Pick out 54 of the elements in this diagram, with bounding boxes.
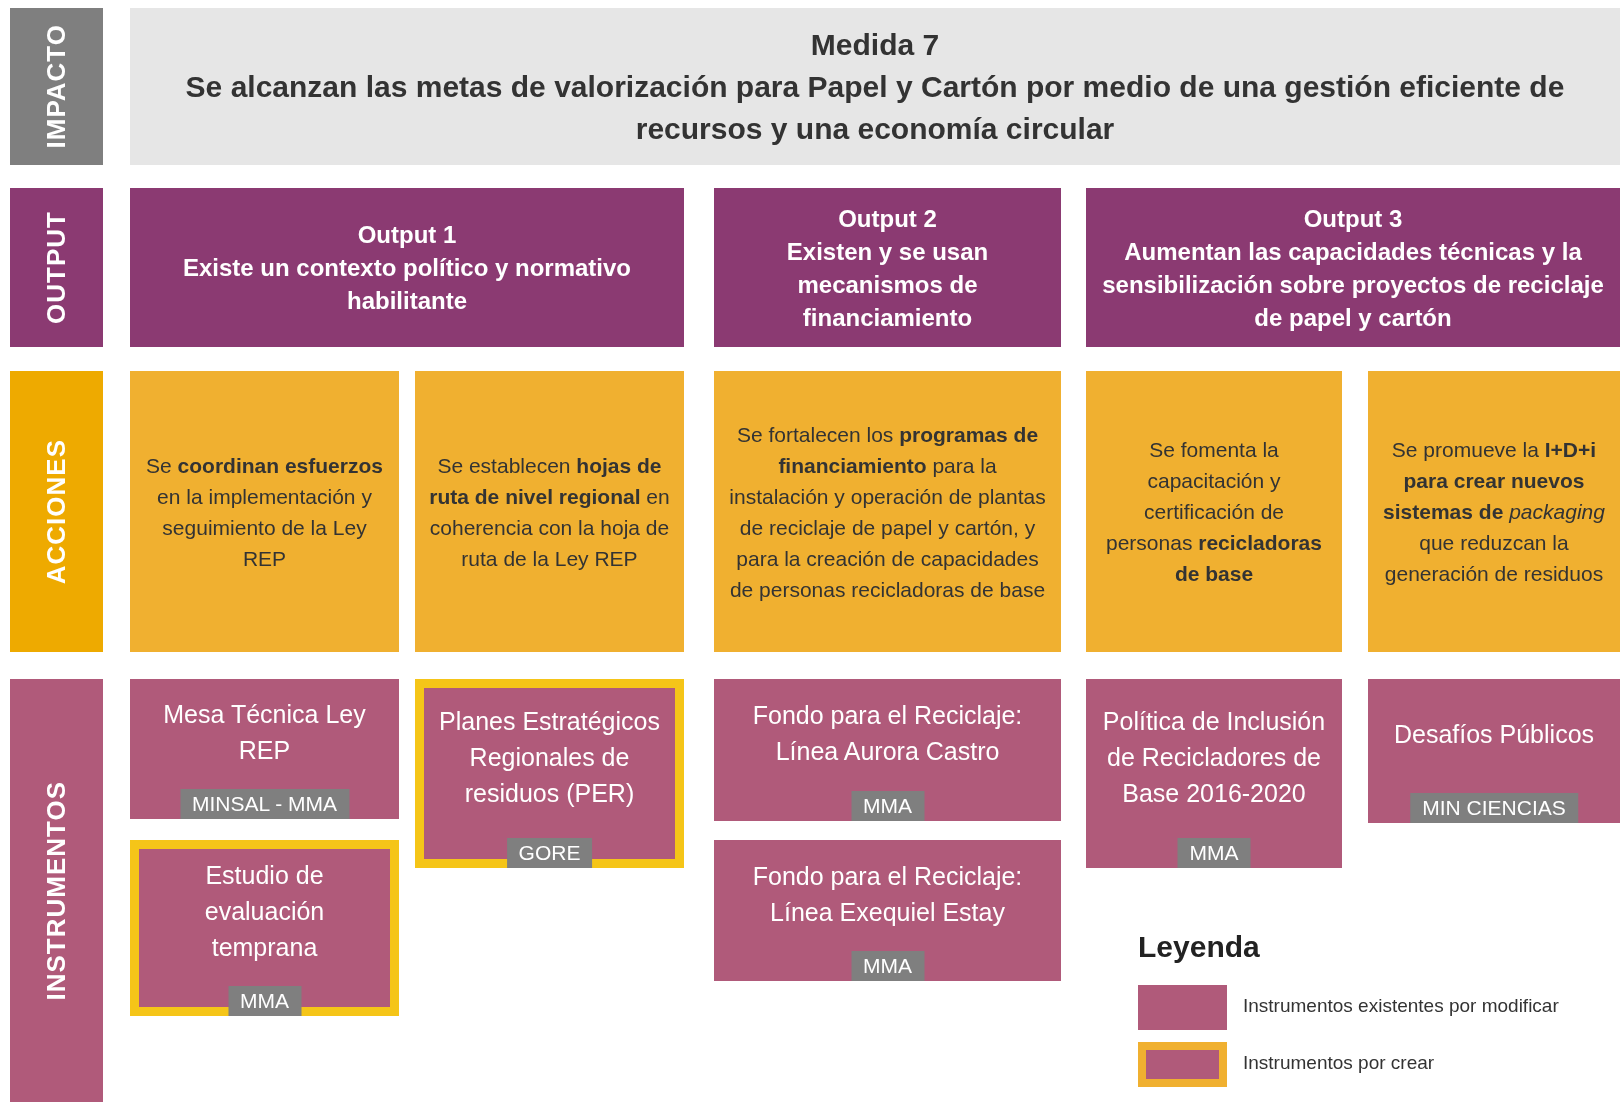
- instrument-box: [130, 679, 399, 819]
- row-header: [10, 679, 103, 1102]
- action-box: [1368, 371, 1620, 652]
- action-text: Se coordinan esfuerzos en la implementación y seguimiento de la Ley REP: [145, 452, 384, 572]
- legend-text: Instrumentos existentes por modificar: [1243, 995, 1559, 1017]
- instrument-name: Fondo para el Reciclaje: Línea Aurora Castro: [751, 700, 1024, 767]
- institution-tag: MMA: [1177, 838, 1251, 868]
- output-box: [130, 188, 684, 347]
- action-box: [714, 371, 1061, 652]
- instrument-name: Estudio de evaluación temprana: [203, 860, 326, 963]
- action-text: Se promueve la I+D+i para crear nuevos sistemas de packaging que reduzcan la generación de residuos: [1382, 437, 1606, 587]
- row-heading: INSTRUMENTOS: [41, 780, 72, 1001]
- institution-tag: MINSAL - MMA: [179, 789, 350, 819]
- instrument-name: Política de Inclusión de Recicladores de Base 2016-2020: [1101, 705, 1327, 809]
- output-title: Aumentan las capacidades técnicas y la sensibilización sobre proyectos de reciclaje de papel y cartón: [1101, 236, 1605, 333]
- output-box: [1086, 188, 1620, 347]
- institution-tag: GORE: [506, 838, 593, 868]
- measure-number: Medida 7: [810, 26, 940, 63]
- action-box: [130, 371, 399, 652]
- output-number: Output 2: [838, 203, 937, 234]
- institution-tag: MMA: [228, 986, 301, 1016]
- row-header: [10, 8, 103, 165]
- instrument-box: [1086, 679, 1342, 868]
- output-title: Existe un contexto político y normativo habilitante: [181, 253, 633, 316]
- action-text: Se establecen hojas de ruta de nivel regional en coherencia con la hoja de ruta de la Ley REP: [429, 452, 670, 572]
- output-title: Existen y se usan mecanismos de financiamiento: [785, 236, 990, 333]
- output-box: [714, 188, 1061, 347]
- action-box: [1086, 371, 1342, 652]
- legend-title: Leyenda: [1138, 930, 1260, 964]
- institution-tag: MMA: [851, 791, 924, 821]
- row-header: [10, 371, 103, 652]
- row-heading: IMPACTO: [41, 24, 72, 149]
- row-header: [10, 188, 103, 347]
- action-text: Se fortalecen los programas de financiamiento para la instalación y operación de plantas de reciclaje de papel y cartón, y para la creación de capacidades de personas recicladoras de base: [728, 421, 1047, 603]
- impact-banner: [130, 8, 1620, 165]
- institution-tag: MMA: [851, 951, 924, 981]
- instrument-box: [130, 840, 399, 1016]
- row-heading: OUTPUT: [41, 211, 72, 324]
- institution-tag: MIN CIENCIAS: [1410, 793, 1578, 823]
- instrument-name: Fondo para el Reciclaje: Línea Exequiel Estay: [751, 860, 1024, 928]
- instrument-name: Mesa Técnica Ley REP: [162, 699, 367, 766]
- instrument-box: [415, 679, 684, 868]
- instrument-box: [1368, 679, 1620, 823]
- legend-text: Instrumentos por crear: [1243, 1052, 1435, 1074]
- instrument-box: [714, 840, 1061, 981]
- output-number: Output 3: [1303, 203, 1403, 234]
- instrument-name: Planes Estratégicos Regionales de residuos (PER): [438, 705, 661, 809]
- row-heading: ACCIONES: [41, 438, 72, 585]
- action-box: [415, 371, 684, 652]
- instrument-box: [714, 679, 1061, 821]
- output-number: Output 1: [357, 220, 457, 250]
- instrument-name: Desafíos Públicos: [1393, 719, 1595, 750]
- measure-title: Se alcanzan las metas de valorización para Papel y Cartón por medio de una gestión eficiente de recursos y una economía circular: [184, 68, 1566, 147]
- action-text: Se fomenta la capacitación y certificación de personas recicladoras de base: [1105, 437, 1323, 587]
